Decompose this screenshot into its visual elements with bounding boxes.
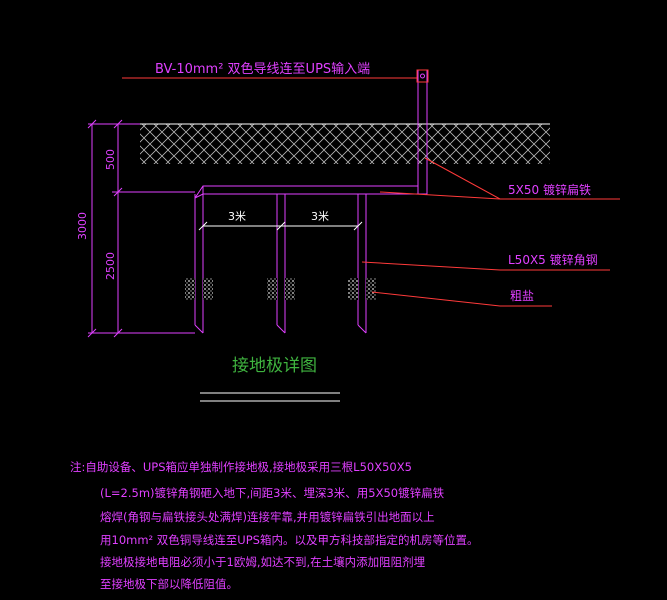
angle-steel-leader <box>361 261 610 271</box>
spacing-label-2: 3米 <box>311 210 329 223</box>
electrode-3 <box>348 194 376 334</box>
flat-steel-label: 5X50 镀锌扁铁 <box>508 183 591 197</box>
note-line-2: (L=2.5m)镀锌角钢砸入地下,间距3米、埋深3米、用5X50镀锌扁铁 <box>100 486 445 500</box>
dim-bottom: 2500 <box>104 252 117 280</box>
dim-top: 500 <box>104 149 117 170</box>
note-line-1: 注:自助设备、UPS箱应单独制作接地极,接地极采用三根L50X50X5 <box>70 460 412 474</box>
flat-steel-leader-2 <box>379 191 501 200</box>
note-line-5: 接地极接地电阻必须小于1欧姆,如达不到,在土壤内添加阻阻剂埋 <box>100 555 426 569</box>
angle-steel-label: L50X5 镀锌角钢 <box>508 253 598 267</box>
diagram-title: 接地极详图 <box>232 356 317 376</box>
note-line-3: 熔焊(角钢与扁铁接头处满焊)连接牢靠,并用镀锌扁铁引出地面以上 <box>100 510 435 524</box>
salt-leader <box>371 291 552 307</box>
note-line-4: 用10mm² 双色铜导线连至UPS箱内。以及甲方科技部指定的机房等位置。 <box>100 533 479 547</box>
wire-label: BV-10mm² 双色导线连至UPS输入端 <box>155 61 370 77</box>
soil-hatch <box>140 124 550 164</box>
wire-terminal <box>416 69 429 83</box>
salt-label: 粗盐 <box>510 289 534 303</box>
spacing-dimension <box>198 221 363 231</box>
electrode-1 <box>185 194 213 334</box>
electrode-2 <box>267 194 295 334</box>
spacing-label-1: 3米 <box>228 210 246 223</box>
depth-dimension <box>87 119 195 338</box>
dim-total: 3000 <box>76 212 89 240</box>
terminal-bolt <box>420 73 425 79</box>
note-line-6: 至接地极下部以降低阻值。 <box>100 577 238 591</box>
